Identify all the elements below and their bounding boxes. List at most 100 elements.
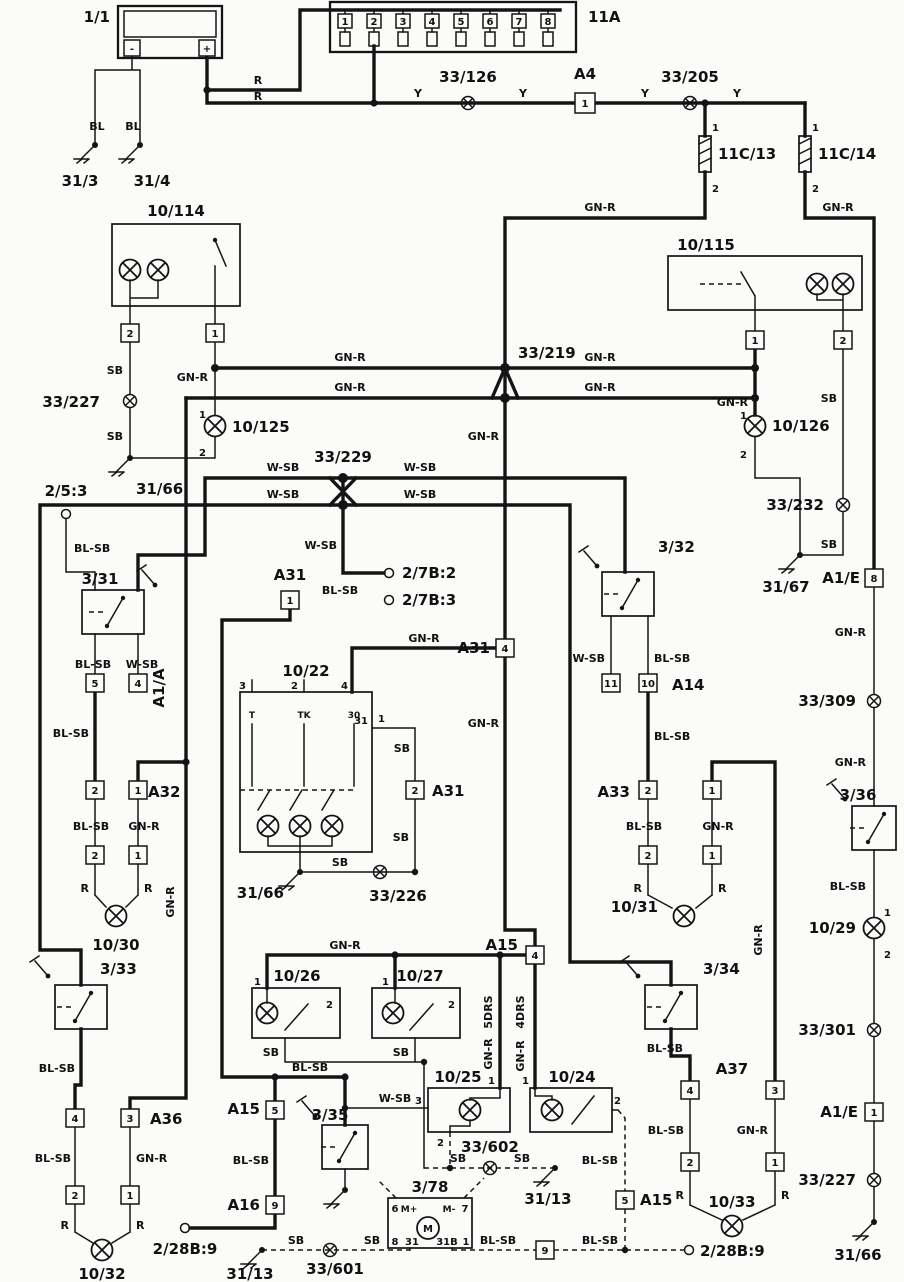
component-label: 3/35 <box>312 1106 349 1124</box>
wire-color-label: BL-SB <box>626 820 662 833</box>
pin-label: 9 <box>542 1246 549 1257</box>
connector-a4-1 <box>574 92 596 114</box>
pin-label: 2 <box>740 450 747 461</box>
pin-label: 3 <box>772 1086 779 1097</box>
component-label: 10/125 <box>232 418 290 436</box>
ground-label: 31/4 <box>134 172 171 190</box>
wire-color-label: R <box>81 882 90 895</box>
wire-color-label: GN-R <box>334 381 366 394</box>
bulb-10-31 <box>672 904 696 928</box>
fusible-link-11c14 <box>798 135 812 173</box>
pin-label: 1 <box>709 851 716 862</box>
motor-3-78 <box>387 1197 473 1249</box>
wire-color-label: SB <box>821 538 837 551</box>
bulb-icons <box>90 258 886 1262</box>
pin-label: 2 <box>72 1191 79 1202</box>
ground-label: 31/13 <box>226 1265 273 1282</box>
wire-color-label: SB <box>288 1234 304 1247</box>
component-label: 3/31 <box>82 570 119 588</box>
component-label: 11A <box>588 8 621 26</box>
wire-color-label: BL-SB <box>480 1234 516 1247</box>
wire-color-label: GN-R <box>752 924 765 956</box>
pin-label: 2 <box>884 950 891 961</box>
component-label: 3/33 <box>100 960 137 978</box>
component-label: 10/24 <box>548 1068 595 1086</box>
wire-color-label: GN-R <box>584 351 616 364</box>
wire-color-label: SB <box>821 392 837 405</box>
component-label: 33/232 <box>766 496 824 514</box>
ground-label: 31/3 <box>62 172 99 190</box>
wire-color-label: GN-R <box>702 820 734 833</box>
wire-color-label: R <box>61 1219 70 1232</box>
pin-label: 2 <box>371 17 378 28</box>
pin-label: 3 <box>415 1096 422 1107</box>
pin-label: 1 <box>709 786 716 797</box>
pin-label: 3 <box>127 1114 134 1125</box>
component-label: 11C/13 <box>718 145 776 163</box>
component-label: 10/32 <box>78 1265 125 1282</box>
component-label: A36 <box>150 1110 182 1128</box>
wire-color-label: BL-SB <box>292 1061 328 1074</box>
pin-label: 6 <box>487 17 494 28</box>
wire-color-label: W-SB <box>404 488 437 501</box>
component-label: A32 <box>148 783 180 801</box>
ground-label: 31/66 <box>237 884 284 902</box>
motor-symbol <box>416 1216 440 1240</box>
terminal-icons <box>60 508 695 1256</box>
component-label: 2/7B:3 <box>402 591 456 609</box>
wire-color-label: SB <box>332 856 348 869</box>
wires-dashed <box>240 283 745 1251</box>
component-label: 3/32 <box>658 538 695 556</box>
switch-unit-10-22 <box>239 691 373 853</box>
pin-label: T <box>249 711 256 721</box>
wire-color-label: SB <box>364 1234 380 1247</box>
pin-label: 1 <box>884 908 891 919</box>
component-label: A15 <box>228 1100 260 1118</box>
component-label: 10/30 <box>92 936 139 954</box>
pin-label: 1 <box>382 977 389 988</box>
wire-color-label: W-SB <box>267 461 300 474</box>
component-label: 33/601 <box>306 1260 364 1278</box>
pin-label: 3 <box>239 681 246 692</box>
pin-label: 1 <box>378 714 385 725</box>
component-label: 33/227 <box>798 1171 856 1189</box>
lamp-unit-10-24 <box>529 1087 613 1133</box>
component-label: A1/A <box>150 668 168 708</box>
switch-3-33 <box>54 984 108 1030</box>
wire-color-label: SB <box>393 1046 409 1059</box>
pin-label: 1 <box>582 99 589 110</box>
pin-label: 2 <box>412 786 419 797</box>
component-label: 10/29 <box>809 919 856 937</box>
component-label: 10/27 <box>396 967 443 985</box>
wire-color-label: GN-R <box>164 886 177 918</box>
wire-color-label: R <box>781 1189 790 1202</box>
component-label: 2/28B:9 <box>153 1240 218 1258</box>
wire-color-label: GN-R <box>717 396 749 409</box>
wire-color-label: Y <box>413 87 423 100</box>
pin-label: 10 <box>641 679 655 690</box>
switch-3-35 <box>321 1124 369 1170</box>
pin-label: 1 <box>488 1076 495 1087</box>
lamp-unit-10-114 <box>111 223 241 307</box>
component-label: 33/309 <box>798 692 856 710</box>
bulb-10-32 <box>90 1238 114 1262</box>
pin-label: 6 <box>392 1204 399 1215</box>
wire-color-label: GN-R <box>468 430 500 443</box>
pin-label: 5 <box>458 17 465 28</box>
wire-color-label: R <box>254 90 263 103</box>
pin-label: 4 <box>135 679 142 690</box>
pin-label: 2 <box>687 1158 694 1169</box>
ground-label: 31/67 <box>762 578 809 596</box>
wire-color-label: BL-SB <box>647 1042 683 1055</box>
pin-label: 1 <box>772 1158 779 1169</box>
lamp-unit-10-27 <box>371 987 461 1039</box>
wire-color-label: GN-R <box>835 756 867 769</box>
pin-label: 1 <box>212 329 219 340</box>
wire-color-label: BL <box>125 120 140 133</box>
component-label: 33/205 <box>661 68 719 86</box>
pin-label: 2 <box>614 1096 621 1107</box>
component-label: 33/229 <box>314 448 372 466</box>
pin-label: 4 <box>687 1086 694 1097</box>
wire-color-label: BL-SB <box>39 1062 75 1075</box>
switch-3-32 <box>601 571 655 617</box>
